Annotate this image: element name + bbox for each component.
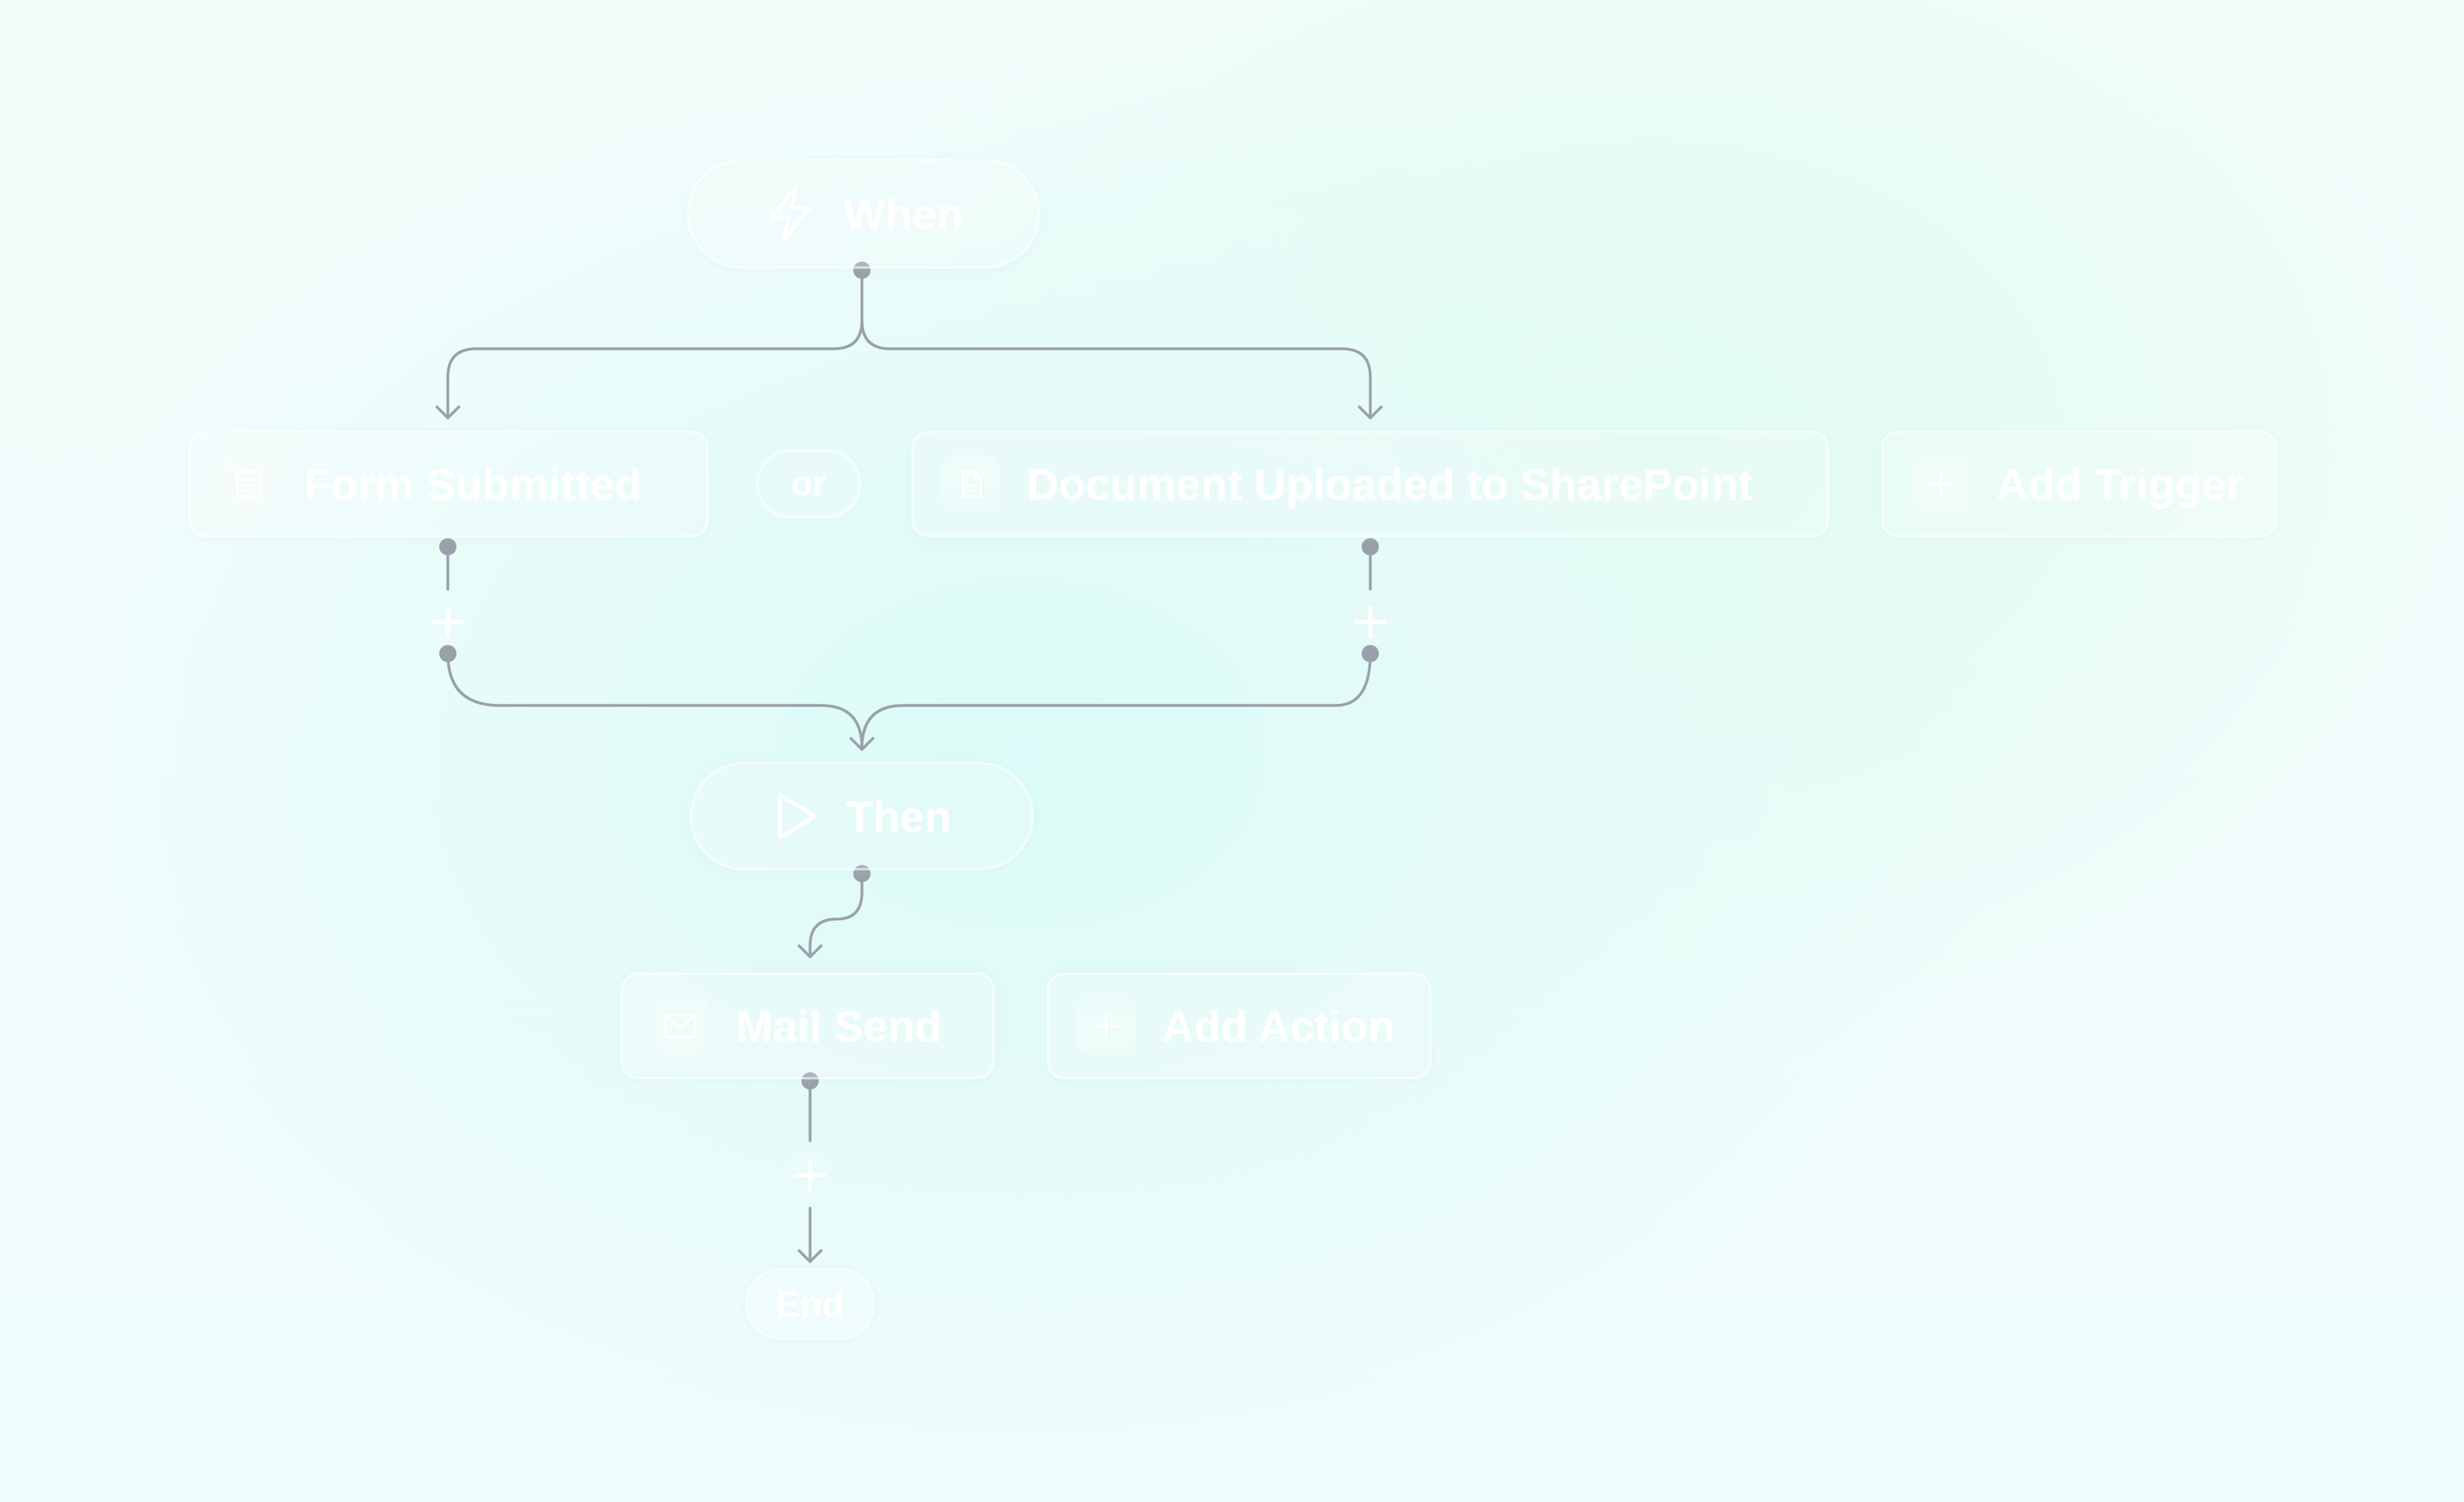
plus-icon: [1077, 997, 1135, 1055]
end-label: End: [776, 1284, 845, 1324]
trigger-label: Form Submitted: [304, 459, 642, 509]
arrowhead-mail: [798, 944, 823, 958]
plus-icon: [431, 606, 464, 639]
end-node: End: [745, 1268, 875, 1340]
edge-form-to-then: [446, 652, 864, 749]
plus-icon: [1354, 606, 1387, 639]
then-label: Then: [846, 791, 952, 841]
action-mail-send[interactable]: Mail Send: [621, 973, 995, 1079]
or-label: or: [791, 464, 826, 503]
arrowhead-document: [1358, 405, 1383, 419]
edge-document-to-then: [860, 652, 1372, 749]
when-label: When: [843, 189, 964, 239]
arrowhead-form: [435, 405, 460, 419]
document-icon: [942, 455, 1000, 513]
form-icon: [219, 455, 277, 513]
when-output-handle[interactable]: [853, 262, 871, 279]
form-output-handle[interactable]: [439, 538, 456, 555]
add-trigger-button[interactable]: Add Trigger: [1881, 430, 2277, 537]
when-node[interactable]: When: [687, 159, 1040, 269]
mail-output-handle[interactable]: [801, 1072, 819, 1090]
edge-then-to-mail: [808, 872, 864, 957]
plus-icon: [794, 1159, 827, 1192]
insert-step-button-document[interactable]: [1347, 599, 1394, 646]
insert-step-button-form[interactable]: [424, 599, 471, 646]
lightning-icon: [764, 185, 817, 243]
edge-when-to-form: [446, 269, 864, 418]
form-merge-handle[interactable]: [439, 645, 456, 662]
arrowhead-end: [798, 1249, 823, 1263]
play-icon: [772, 790, 820, 842]
trigger-label: Document Uploaded to SharePoint: [1027, 459, 1754, 509]
trigger-form-submitted[interactable]: Form Submitted: [189, 430, 709, 537]
add-trigger-label: Add Trigger: [1996, 459, 2244, 509]
insert-step-button-mail[interactable]: [786, 1152, 834, 1199]
or-separator: or: [756, 449, 861, 518]
add-action-button[interactable]: Add Action: [1047, 973, 1432, 1079]
plus-icon: [1912, 455, 1970, 513]
arrowhead-then: [849, 737, 874, 751]
document-merge-handle[interactable]: [1362, 645, 1379, 662]
mail-icon: [651, 997, 710, 1055]
document-output-handle[interactable]: [1362, 538, 1379, 555]
action-label: Mail Send: [736, 1001, 942, 1051]
then-node[interactable]: Then: [690, 762, 1034, 870]
trigger-document-uploaded[interactable]: Document Uploaded to SharePoint: [911, 430, 1829, 537]
add-action-label: Add Action: [1162, 1001, 1395, 1051]
edge-when-to-document: [860, 319, 1372, 418]
